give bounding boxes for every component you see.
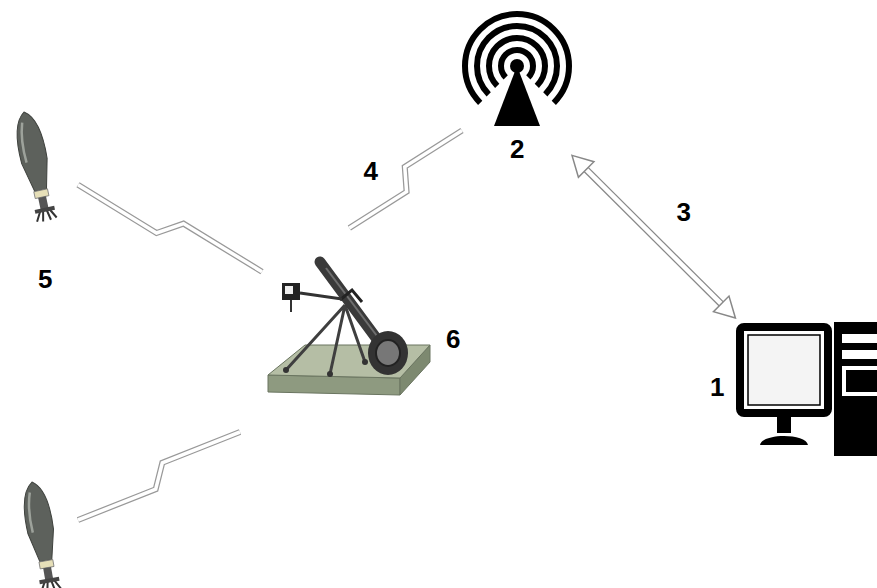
arrow-head [572, 155, 594, 177]
mortar-shell [19, 480, 64, 588]
computer-node: 1 [700, 318, 877, 458]
computer-icon [740, 322, 877, 456]
bolt-outline [349, 131, 462, 229]
callout-number: 1 [708, 372, 726, 402]
arrow-shaft [583, 167, 724, 307]
bolt-inner [349, 131, 462, 229]
mortar-illustration [268, 262, 430, 395]
bolt-outline [78, 185, 262, 272]
radio-link [349, 131, 462, 229]
arrow-head [713, 296, 735, 318]
callout-number: 2 [508, 134, 526, 164]
mortar-shell [11, 109, 60, 223]
callout-number: 4 [360, 157, 380, 185]
callout-number: 6 [444, 324, 462, 354]
bolt-inner [78, 185, 262, 272]
radio-link [78, 432, 240, 520]
radio-link [78, 185, 262, 272]
arrow-shaft [583, 167, 724, 307]
antenna-icon [465, 14, 569, 126]
mortar-node: 6 [262, 228, 470, 403]
shell-node: 5 [0, 108, 78, 300]
callout-number: 3 [673, 198, 693, 226]
antenna-node: 2 [462, 6, 572, 172]
data-link-arrow [572, 155, 735, 318]
callout-number: 5 [36, 264, 54, 294]
